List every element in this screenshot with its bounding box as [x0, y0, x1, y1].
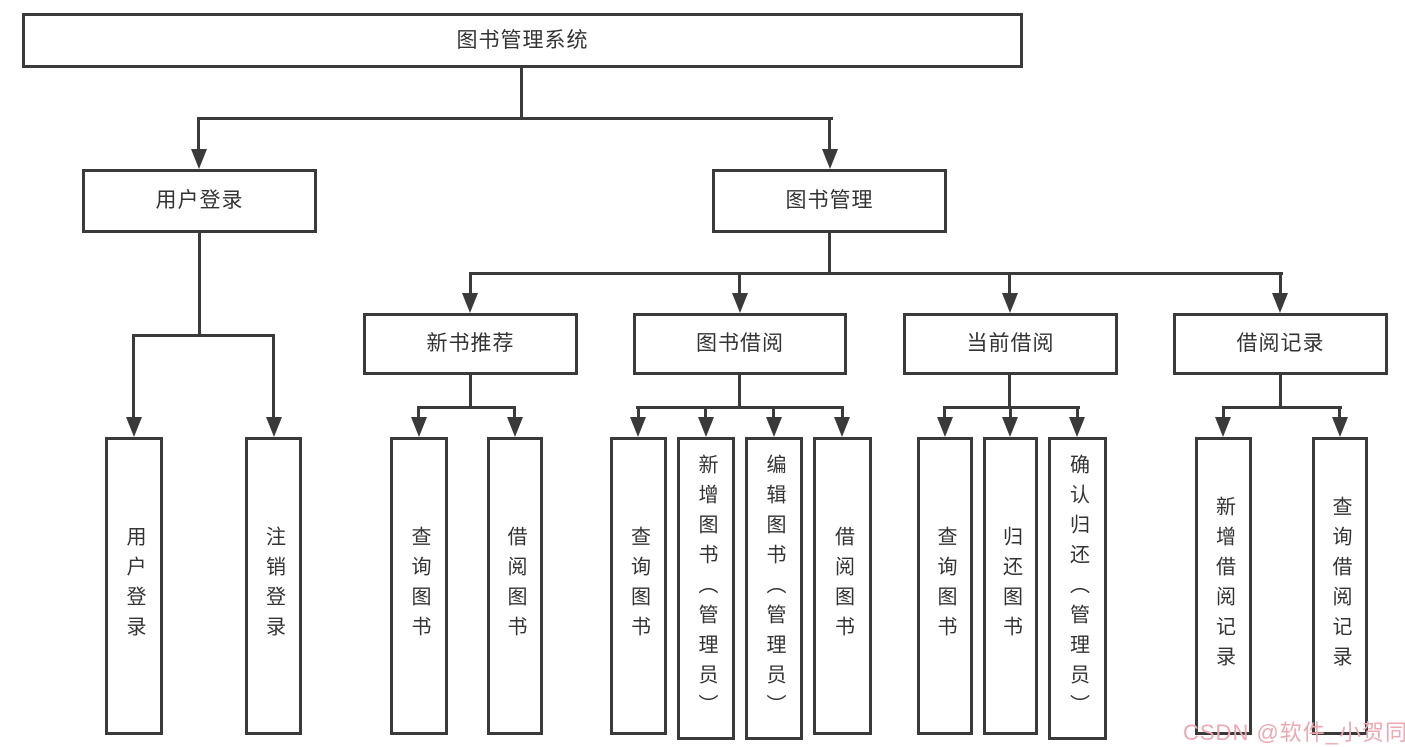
- arrowhead-icon: [698, 417, 714, 437]
- connector-line: [469, 375, 472, 409]
- connector-line: [198, 233, 201, 337]
- connector-line: [132, 334, 135, 420]
- connector-line: [841, 406, 844, 422]
- connector-line: [637, 406, 640, 422]
- connector-line: [738, 375, 741, 409]
- leaf-current-return-books: 归还图书: [983, 437, 1038, 735]
- connector-line: [828, 233, 831, 275]
- leaf-borrowing-edit-books-admin: 编辑图书（管理员）: [745, 437, 803, 740]
- connector-line: [513, 406, 516, 422]
- arrowhead-icon: [1002, 293, 1018, 313]
- connector-line: [1076, 406, 1079, 422]
- arrowhead-icon: [1069, 417, 1085, 437]
- leaf-recommend-query-books: 查询图书: [390, 437, 448, 735]
- node-current-borrowing: 当前借阅: [903, 313, 1118, 375]
- node-user-login: 用户登录: [82, 169, 317, 233]
- arrowhead-icon: [1272, 293, 1288, 313]
- node-new-book-recommend: 新书推荐: [363, 313, 578, 375]
- connector-line: [1338, 406, 1341, 422]
- arrowhead-icon: [766, 417, 782, 437]
- arrowhead-icon: [1215, 417, 1231, 437]
- leaf-user-login: 用户登录: [105, 437, 163, 735]
- connector-line: [272, 334, 275, 420]
- connector-line: [772, 406, 775, 422]
- connector-line: [1008, 272, 1011, 297]
- leaf-records-add-borrow-record: 新增借阅记录: [1195, 437, 1252, 735]
- leaf-recommend-borrow-books: 借阅图书: [487, 437, 543, 735]
- connector-line: [1279, 272, 1282, 297]
- arrowhead-icon: [822, 149, 838, 169]
- leaf-logout-login: 注销登录: [245, 437, 302, 735]
- connector-line: [1222, 406, 1225, 422]
- leaf-borrowing-borrow-books: 借阅图书: [813, 437, 872, 735]
- arrowhead-icon: [937, 417, 953, 437]
- connector-line: [197, 117, 833, 120]
- arrowhead-icon: [126, 417, 142, 437]
- connector-line: [132, 334, 275, 337]
- connector-line: [1009, 406, 1012, 422]
- arrowhead-icon: [191, 149, 207, 169]
- leaf-borrowing-add-books-admin: 新增图书（管理员）: [677, 437, 735, 740]
- connector-line: [704, 406, 707, 422]
- arrowhead-icon: [462, 293, 478, 313]
- connector-line: [417, 406, 420, 422]
- connector-line: [417, 406, 516, 409]
- leaf-current-confirm-return-admin: 确认归还（管理员）: [1048, 437, 1107, 740]
- arrowhead-icon: [266, 417, 282, 437]
- arrowhead-icon: [630, 417, 646, 437]
- connector-line: [469, 272, 472, 297]
- arrowhead-icon: [1332, 417, 1348, 437]
- csdn-watermark: CSDN @软件_小贺同学: [1183, 720, 1405, 745]
- leaf-borrowing-query-books: 查询图书: [610, 437, 667, 735]
- arrowhead-icon: [1002, 417, 1018, 437]
- node-library-system: 图书管理系统: [22, 13, 1023, 68]
- connector-line: [1008, 375, 1011, 409]
- connector-line: [828, 117, 831, 153]
- node-book-management: 图书管理: [712, 169, 947, 233]
- connector-line: [197, 117, 200, 153]
- connector-line: [738, 272, 741, 297]
- arrowhead-icon: [411, 417, 427, 437]
- node-book-borrowing: 图书借阅: [633, 313, 847, 375]
- leaf-current-query-books: 查询图书: [917, 437, 973, 735]
- arrowhead-icon: [834, 417, 850, 437]
- arrowhead-icon: [507, 417, 523, 437]
- connector-line: [1279, 375, 1282, 409]
- connector-line: [469, 272, 1283, 275]
- connector-line: [636, 406, 844, 409]
- node-borrowing-records: 借阅记录: [1173, 313, 1388, 375]
- connector-line: [1222, 406, 1342, 409]
- leaf-records-query-borrow-record: 查询借阅记录: [1312, 437, 1368, 735]
- connector-line: [520, 68, 523, 120]
- connector-line: [943, 406, 946, 422]
- arrowhead-icon: [732, 293, 748, 313]
